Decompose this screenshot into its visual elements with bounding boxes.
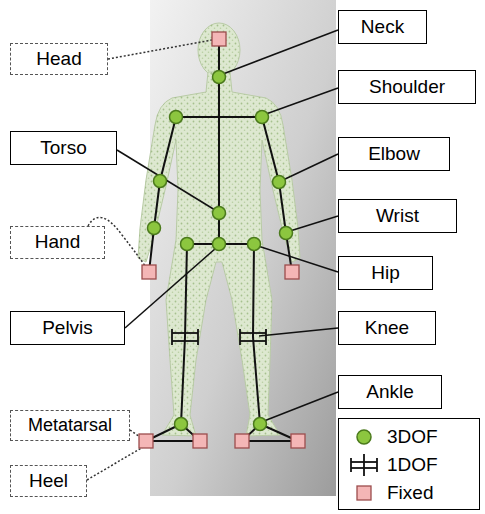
fixed-joints <box>139 32 305 448</box>
legend-sample-bar <box>349 453 379 477</box>
legend-text: Fixed <box>387 482 433 504</box>
part-name: Heel <box>29 471 68 492</box>
body-texture <box>138 23 300 436</box>
hand-label: Hand <box>10 226 105 259</box>
one-dof-joints <box>172 329 266 345</box>
legend-text: 3DOF <box>387 426 438 448</box>
head-label: Head <box>10 43 108 75</box>
hip-label: Hip <box>338 256 433 290</box>
legend-sample-circle <box>349 425 379 449</box>
heel-label: Heel <box>10 465 87 497</box>
legend-row: Fixed <box>349 480 433 506</box>
shoulder-label: Shoulder <box>338 70 476 104</box>
neck-label: Neck <box>338 10 427 44</box>
part-name: Shoulder <box>369 77 445 98</box>
legend-row: 3DOF <box>349 424 438 450</box>
part-name: Head <box>36 49 81 70</box>
knee-label: Knee <box>338 311 436 345</box>
torso-label: Torso <box>10 131 117 165</box>
pelvis-label: Pelvis <box>10 311 125 345</box>
part-name: Neck <box>361 17 404 38</box>
bones <box>146 39 298 441</box>
legend-sample-square <box>349 481 379 505</box>
part-name: Metatarsal <box>28 416 112 436</box>
metatarsal-label: Metatarsal <box>10 410 130 441</box>
part-name: Ankle <box>366 382 414 403</box>
part-name: Elbow <box>368 144 420 165</box>
wrist-label: Wrist <box>338 199 457 233</box>
legend-row: 1DOF <box>349 452 438 478</box>
leader-lines <box>117 30 338 421</box>
part-name: Knee <box>365 318 409 339</box>
elbow-label: Elbow <box>338 137 450 171</box>
part-name: Hip <box>371 263 400 284</box>
three-dof-joints <box>148 71 293 431</box>
body-point-cloud <box>138 23 300 436</box>
part-name: Pelvis <box>42 318 93 339</box>
legend-box: 3DOF 1DOF Fixed <box>338 418 480 510</box>
part-name: Hand <box>35 232 80 253</box>
part-name: Torso <box>40 138 86 159</box>
ankle-label: Ankle <box>338 375 442 409</box>
part-name: Wrist <box>376 206 419 227</box>
legend-text: 1DOF <box>387 454 438 476</box>
